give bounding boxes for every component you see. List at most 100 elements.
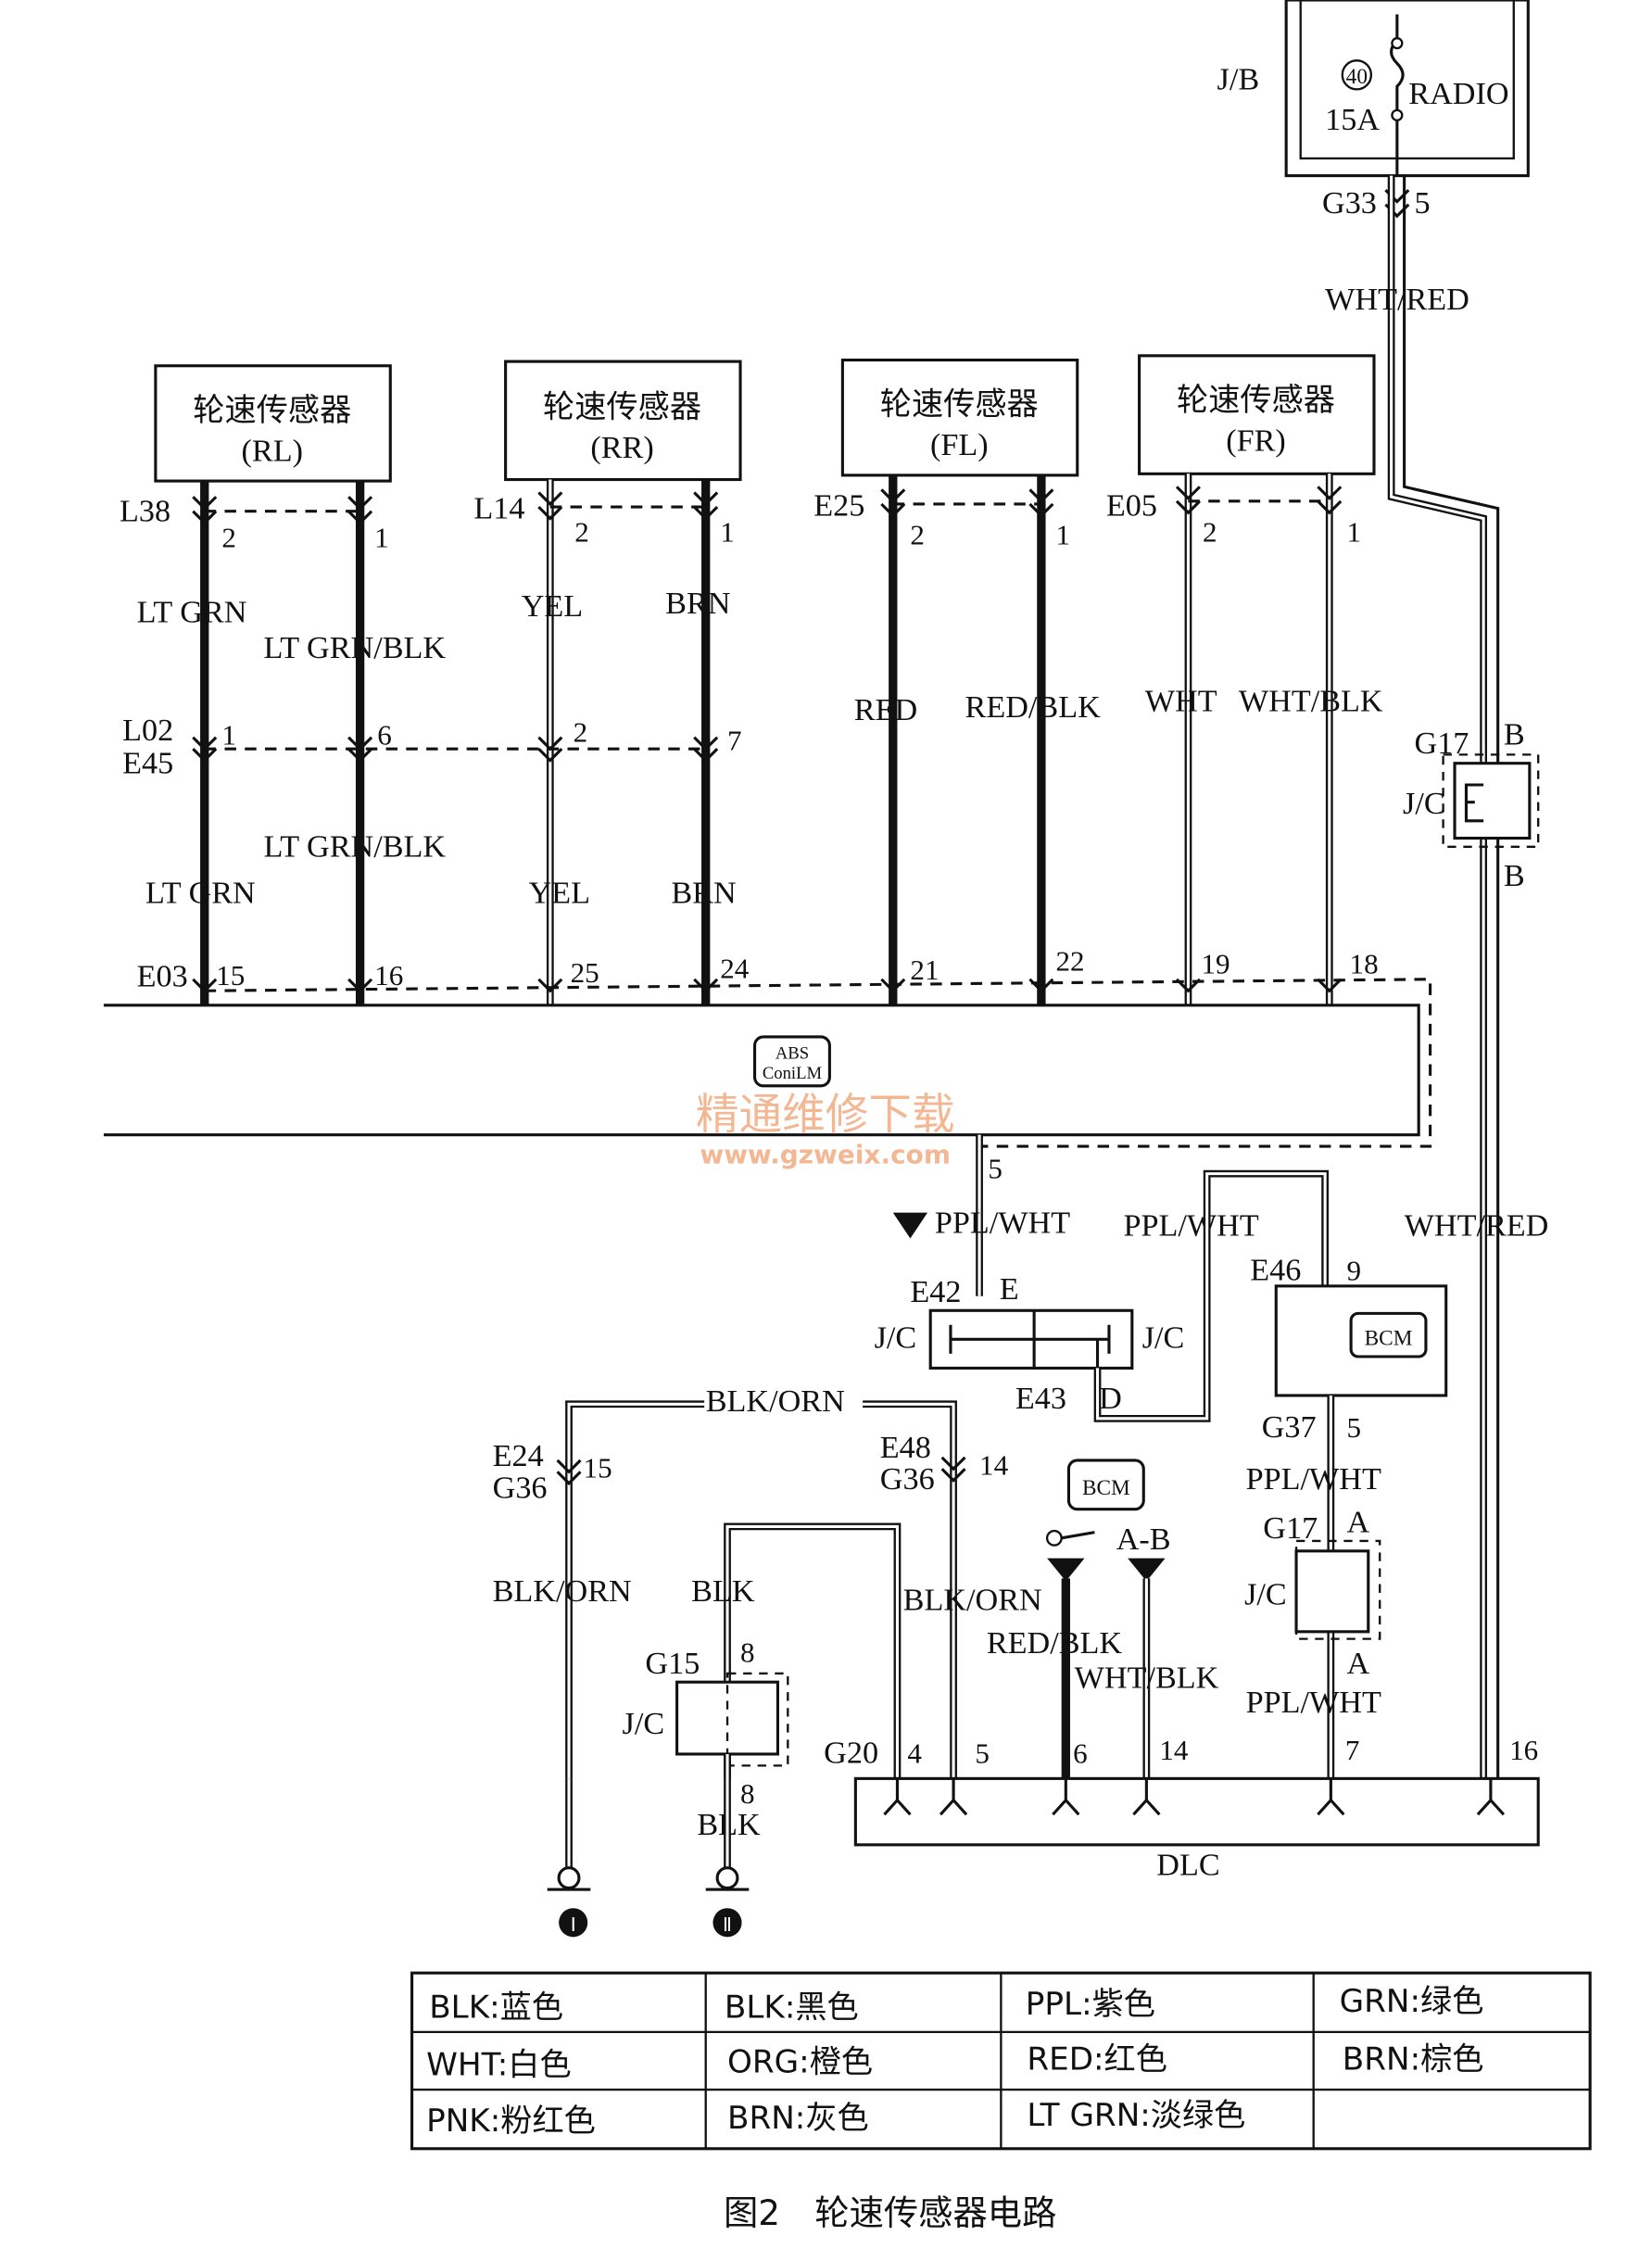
dlc-pin-4: 4 [907,1737,922,1769]
dlc-label: DLC [1156,1848,1219,1882]
rl-wire-a-label: LT GRN [137,595,247,629]
mid-connector-upper: L02 [122,714,173,748]
legend-cell-r2c2: ORG:橙色 [727,2043,873,2080]
fr-connector: E05 [1106,488,1157,523]
rr-mid-pin-b: 7 [727,725,742,757]
dlc-pin-6: 6 [1073,1737,1088,1769]
e43-connector: E43 [1015,1382,1066,1416]
g17-lower-pin-bottom: A [1346,1647,1369,1681]
sensor-rr-title: 轮速传感器 [543,389,701,426]
rr-lower-wire-b-label: BRN [671,876,736,910]
sensor-fl-title: 轮速传感器 [880,386,1039,423]
jc-mid-label-right: J/C [1142,1321,1185,1356]
ground-2-label: Ⅱ [723,1914,732,1936]
e43-pin: D [1099,1382,1122,1416]
wht-blk-label: WHT/BLK [1075,1661,1219,1695]
ground-1-label: Ⅰ [571,1914,576,1936]
rr-wire-a-label: YEL [522,589,583,624]
mid-conn-pin: 14 [979,1448,1009,1481]
left-conn-pin: 15 [584,1452,612,1484]
mid-connector-lower: E45 [122,747,173,781]
fuse-load-label: RADIO [1408,77,1508,111]
rl-pin-b: 1 [374,522,389,554]
wht-red-top-label: WHT/RED [1325,283,1469,317]
jc-lower-right [1294,1549,1370,1634]
ecu-pin-16: 16 [374,959,403,992]
fuse-rating: 15A [1325,103,1380,137]
fr-wire-a-label: WHT [1145,685,1217,719]
legend-cell-r1c1: BLK:蓝色 [429,1989,563,2026]
bcm-upper-icon [1349,1311,1428,1358]
rr-lower-wire-a-label: YEL [528,876,589,910]
switch-label: A-B [1116,1522,1171,1557]
e46-pin: 9 [1346,1255,1361,1287]
rl-lower-wire-b-label: LT GRN/BLK [263,830,446,865]
sensor-fr-position: (FR) [1226,423,1286,458]
dlc-pin-5: 5 [975,1737,990,1769]
jc-right-upper-label: J/C [1403,787,1445,821]
mid-conn-wire-label: BLK/ORN [903,1584,1042,1618]
ppl-wht-right-label: PPL/WHT [1124,1208,1259,1243]
jc-mid-label-left: J/C [875,1321,917,1356]
fl-connector: E25 [813,488,864,523]
bcm-out-wire-label: PPL/WHT [1246,1462,1381,1497]
abs-module-icon [752,1035,831,1088]
splice-triangle-icon [892,1212,928,1239]
sensor-rl: 轮速传感器 (RL) [154,364,392,483]
left-conn-wire-label: BLK/ORN [493,1574,632,1609]
fuse-number-circle [1341,59,1373,91]
sensor-fr-title: 轮速传感器 [1177,382,1335,419]
e42-connector: E42 [910,1275,961,1309]
dlc-connector [853,1776,1540,1847]
g17-lower-connector: G17 [1263,1511,1318,1546]
legend-cell-r3c3: LT GRN:淡绿色 [1027,2097,1245,2134]
ecu-output-pin: 5 [988,1152,1003,1184]
ecu-connector: E03 [137,960,188,994]
legend-cell-r2c3: RED:红色 [1027,2040,1167,2078]
jc-ground-wire-top: BLK [691,1574,755,1609]
g37-pin: 5 [1346,1411,1361,1444]
rl-lower-wire-a-label: LT GRN [145,876,256,910]
bcm-lower-icon-label: BCM [1082,1476,1130,1500]
g15-pin-top: 8 [740,1636,755,1668]
e42-pin: E [1000,1272,1019,1307]
sensor-fl-position: (FL) [930,428,989,462]
e24-connector: E24 [493,1439,544,1473]
rl-connector: L38 [120,495,170,529]
legend-cell-r2c4: BRN:棕色 [1343,2040,1484,2078]
sensor-rr: 轮速传感器 (RR) [504,360,742,482]
rl-wire-b-label: LT GRN/BLK [263,631,446,665]
e46-connector: E46 [1250,1254,1301,1288]
bcm-lower-icon [1066,1459,1145,1511]
rl-pin-a: 2 [221,522,236,554]
rr-pin-b: 1 [720,515,735,548]
legend-cell-r3c2: BRN:灰色 [727,2100,869,2137]
fr-pin-b: 1 [1346,515,1361,548]
ecu-pin-24: 24 [720,952,750,984]
g17-lower-pin-top: A [1346,1506,1369,1540]
ecu-pin-18: 18 [1350,948,1379,980]
g15-pin-bottom: 8 [740,1777,755,1810]
ecu-pin-22: 22 [1055,944,1084,977]
watermark-url: www.gzweix.com [700,1140,951,1170]
jc-ground-label: J/C [623,1707,665,1741]
bcm-upper-icon-label: BCM [1365,1327,1413,1351]
figure-caption: 图2 轮速传感器电路 [724,2192,1056,2233]
rl-mid-pin-a: 1 [221,718,236,751]
g37-connector: G37 [1262,1410,1317,1445]
junction-block [1284,0,1530,178]
fl-pin-b: 1 [1055,518,1070,550]
ecu-pin-15: 15 [216,959,245,992]
ground-symbol-2: Ⅱ [705,1866,750,1938]
ppl-wht-left-label: PPL/WHT [935,1206,1070,1240]
g17-upper-pin-bottom: B [1504,859,1525,893]
dlc-pin-16: 16 [1509,1734,1538,1766]
g36-left-connector: G36 [493,1471,548,1505]
sensor-fl: 轮速传感器 (FL) [840,358,1079,477]
abs-icon-top: ABS [776,1043,809,1063]
legend-cell-r1c3: PPL:紫色 [1026,1986,1155,2023]
rr-connector: L14 [473,491,524,525]
fl-wire-a-label: RED [854,693,917,727]
fuse-number: 40 [1346,65,1368,89]
